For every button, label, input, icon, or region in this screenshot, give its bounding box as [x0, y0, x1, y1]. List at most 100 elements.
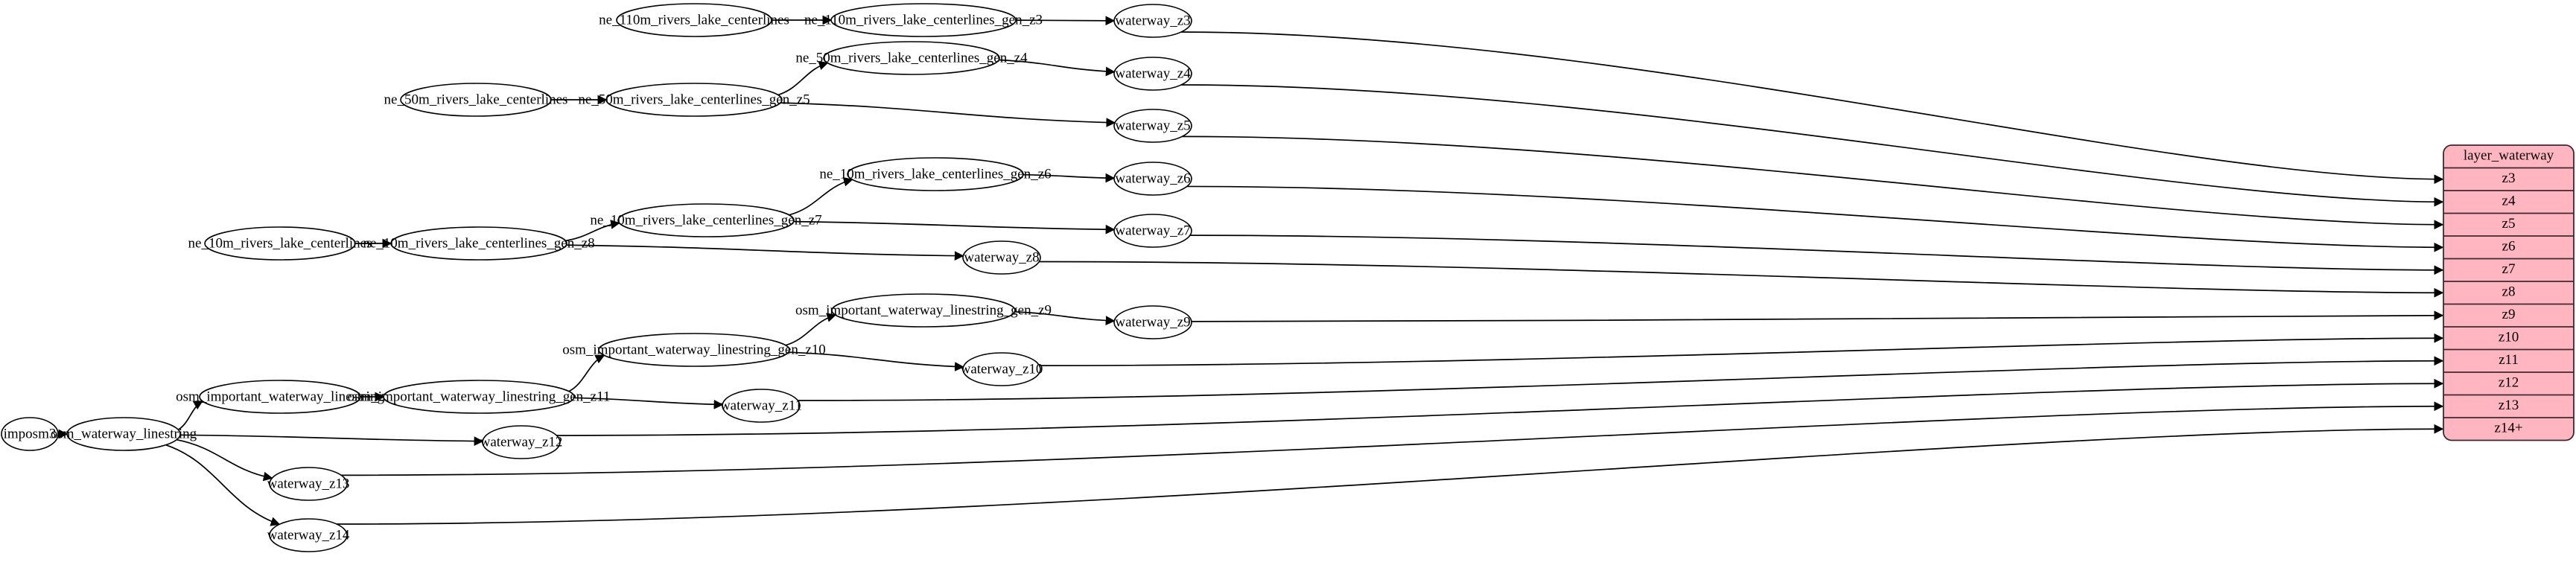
node-label-ne_10m_rivers_lake_centerlines: ne_10m_rivers_lake_centerlines — [188, 235, 372, 251]
node-label-imposm3: imposm3 — [4, 426, 57, 441]
record-row-label-z14+: z14+ — [2494, 421, 2522, 436]
node-label-waterway_z8: waterway_z8 — [964, 249, 1039, 265]
node-shape-waterway_z13 — [269, 467, 348, 501]
edge-ne_50m_rivers_lake_centerlines_gen_z5--to--waterway_z5 — [780, 102, 1116, 127]
node-osm_important_waterway_linestring_gen_z11[interactable]: osm_important_waterway_linestring_gen_z1… — [348, 380, 611, 414]
edge-waterway_z10--to--layer_waterway-z10 — [1039, 333, 2444, 366]
node-label-waterway_z14: waterway_z14 — [267, 527, 350, 543]
record-row-label-z4: z4 — [2502, 194, 2516, 209]
edge-ne_10m_rivers_lake_centerlines_gen_z8--to--waterway_z8 — [566, 244, 964, 261]
record-row-label-z9: z9 — [2502, 307, 2516, 322]
node-ne_10m_rivers_lake_centerlines_gen_z8[interactable]: ne_10m_rivers_lake_centerlines_gen_z8 — [363, 226, 595, 261]
record-row-label-z8: z8 — [2502, 284, 2516, 300]
node-label-waterway_z5: waterway_z5 — [1115, 118, 1190, 133]
node-label-ne_50m_rivers_lake_centerlines_gen_z4: ne_50m_rivers_lake_centerlines_gen_z4 — [795, 50, 1028, 66]
node-shape-ne_110m_rivers_lake_centerlines — [616, 3, 772, 37]
node-waterway_z5[interactable]: waterway_z5 — [1113, 109, 1192, 143]
edge-waterway_z9--to--layer_waterway-z9 — [1191, 310, 2444, 322]
record-background — [2443, 144, 2575, 441]
node-ne_50m_rivers_lake_centerlines_gen_z5[interactable]: ne_50m_rivers_lake_centerlines_gen_z5 — [578, 83, 810, 117]
edge-ne_50m_rivers_lake_centerlines_gen_z5--to--ne_50m_rivers_lake_centerlines_gen_z4 — [777, 60, 829, 96]
node-label-waterway_z10: waterway_z10 — [961, 361, 1043, 377]
node-waterway_z3[interactable]: waterway_z3 — [1113, 4, 1192, 38]
node-shape-waterway_z4 — [1113, 57, 1192, 91]
node-waterway_z13[interactable]: waterway_z13 — [267, 467, 350, 501]
edge-waterway_z11--to--layer_waterway-z11 — [798, 356, 2444, 401]
node-label-waterway_z4: waterway_z4 — [1115, 66, 1191, 81]
node-shape-waterway_z5 — [1113, 109, 1192, 143]
node-imposm3[interactable]: imposm3 — [1, 417, 59, 451]
node-shape-osm_important_waterway_linestring_gen_z10 — [598, 333, 790, 367]
node-waterway_z7[interactable]: waterway_z7 — [1113, 214, 1192, 248]
node-ne_10m_rivers_lake_centerlines_gen_z7[interactable]: ne_10m_rivers_lake_centerlines_gen_z7 — [590, 203, 822, 237]
node-ne_110m_rivers_lake_centerlines[interactable]: ne_110m_rivers_lake_centerlines — [599, 3, 789, 37]
node-waterway_z12[interactable]: waterway_z12 — [480, 425, 563, 459]
edges-layer — [58, 15, 2444, 526]
edge-waterway_z6--to--layer_waterway-z6 — [1186, 185, 2444, 252]
node-ne_50m_rivers_lake_centerlines_gen_z4[interactable]: ne_50m_rivers_lake_centerlines_gen_z4 — [795, 41, 1028, 75]
edge-waterway_z5--to--layer_waterway-z5 — [1182, 135, 2444, 230]
node-label-osm_important_waterway_linestring_gen_z10: osm_important_waterway_linestring_gen_z1… — [562, 342, 826, 357]
node-ne_50m_rivers_lake_centerlines[interactable]: ne_50m_rivers_lake_centerlines — [384, 83, 568, 117]
edge-osm_waterway_linestring--to--waterway_z14 — [165, 444, 281, 526]
node-ne_10m_rivers_lake_centerlines_gen_z6[interactable]: ne_10m_rivers_lake_centerlines_gen_z6 — [819, 157, 1052, 191]
edge-osm_important_waterway_linestring_gen_z9--to--waterway_z9 — [1014, 311, 1116, 325]
node-waterway_z14[interactable]: waterway_z14 — [267, 518, 350, 552]
node-shape-waterway_z9 — [1113, 305, 1192, 339]
edge-osm_waterway_linestring--to--waterway_z13 — [176, 438, 273, 482]
node-shape-waterway_z6 — [1113, 162, 1192, 196]
edge-waterway_z13--to--layer_waterway-z13 — [341, 401, 2444, 476]
node-waterway_z9[interactable]: waterway_z9 — [1113, 305, 1192, 339]
edge-waterway_z12--to--layer_waterway-z12 — [556, 378, 2444, 436]
node-shape-osm_waterway_linestring — [66, 417, 181, 451]
node-ne_110m_rivers_lake_centerlines_gen_z3[interactable]: ne_110m_rivers_lake_centerlines_gen_z3 — [804, 3, 1043, 37]
node-ne_10m_rivers_lake_centerlines[interactable]: ne_10m_rivers_lake_centerlines — [188, 226, 372, 261]
node-waterway_z8[interactable]: waterway_z8 — [962, 240, 1041, 275]
node-label-ne_110m_rivers_lake_centerlines_gen_z3: ne_110m_rivers_lake_centerlines_gen_z3 — [804, 12, 1043, 28]
record-row-label-z12: z12 — [2499, 375, 2519, 391]
edge-osm_waterway_linestring--to--waterway_z12 — [179, 434, 484, 446]
node-osm_important_waterway_linestring_gen_z9[interactable]: osm_important_waterway_linestring_gen_z9 — [795, 293, 1052, 328]
node-shape-osm_important_waterway_linestring_gen_z11 — [383, 380, 575, 414]
edge-osm_important_waterway_linestring_gen_z10--to--waterway_z10 — [788, 351, 964, 371]
node-label-waterway_z3: waterway_z3 — [1115, 13, 1190, 28]
node-shape-ne_10m_rivers_lake_centerlines — [204, 226, 356, 261]
node-label-ne_110m_rivers_lake_centerlines: ne_110m_rivers_lake_centerlines — [599, 12, 789, 28]
node-shape-ne_10m_rivers_lake_centerlines_gen_z6 — [847, 157, 1024, 191]
node-label-waterway_z7: waterway_z7 — [1115, 223, 1190, 238]
node-label-waterway_z13: waterway_z13 — [267, 476, 350, 491]
nodes-layer: imposm3osm_waterway_linestringosm_import… — [1, 3, 1192, 552]
node-shape-osm_important_waterway_linestring_gen_z9 — [831, 293, 1016, 328]
edge-osm_important_waterway_linestring_gen_z10--to--osm_important_waterway_linestring_gen_z9 — [785, 313, 837, 346]
node-waterway_z4[interactable]: waterway_z4 — [1113, 57, 1192, 91]
node-osm_important_waterway_linestring_gen_z10[interactable]: osm_important_waterway_linestring_gen_z1… — [562, 333, 826, 367]
node-shape-waterway_z11 — [722, 389, 801, 423]
edge-waterway_z3--to--layer_waterway-z3 — [1181, 31, 2444, 185]
node-shape-waterway_z8 — [962, 240, 1041, 275]
edge-waterway_z14--to--layer_waterway-z14+ — [337, 424, 2444, 525]
edge-waterway_z8--to--layer_waterway-z8 — [1039, 261, 2444, 298]
edge-ne_10m_rivers_lake_centerlines_gen_z7--to--ne_10m_rivers_lake_centerlines_gen_z6 — [789, 177, 853, 216]
edge-osm_important_waterway_linestring_gen_z11--to--osm_important_waterway_linestring_gen_z10 — [568, 354, 605, 392]
node-label-ne_50m_rivers_lake_centerlines: ne_50m_rivers_lake_centerlines — [384, 92, 568, 107]
node-shape-ne_110m_rivers_lake_centerlines_gen_z3 — [830, 3, 1017, 37]
node-osm_waterway_linestring[interactable]: osm_waterway_linestring — [51, 417, 197, 451]
node-waterway_z11[interactable]: waterway_z11 — [720, 389, 802, 423]
edge-waterway_z4--to--layer_waterway-z4 — [1181, 84, 2444, 207]
record-row-label-z6: z6 — [2502, 239, 2516, 255]
node-label-waterway_z11: waterway_z11 — [720, 398, 802, 413]
node-osm_important_waterway_linestring[interactable]: osm_important_waterway_linestring — [176, 380, 384, 414]
edge-ne_10m_rivers_lake_centerlines_gen_z6--to--waterway_z6 — [1023, 173, 1116, 183]
edge-ne_110m_rivers_lake_centerlines_gen_z3--to--waterway_z3 — [1015, 16, 1116, 26]
edge-ne_10m_rivers_lake_centerlines_gen_z7--to--waterway_z7 — [793, 220, 1116, 234]
record-row-label-z5: z5 — [2502, 216, 2516, 232]
node-label-ne_10m_rivers_lake_centerlines_gen_z8: ne_10m_rivers_lake_centerlines_gen_z8 — [363, 235, 594, 251]
node-shape-imposm3 — [1, 417, 59, 451]
node-shape-ne_10m_rivers_lake_centerlines_gen_z8 — [390, 226, 567, 261]
node-waterway_z6[interactable]: waterway_z6 — [1113, 162, 1192, 196]
record-header-label: layer_waterway — [2464, 148, 2554, 164]
node-waterway_z10[interactable]: waterway_z10 — [961, 352, 1043, 386]
edge-osm_waterway_linestring--to--osm_important_waterway_linestring — [177, 401, 203, 430]
record-node-layer-waterway[interactable]: layer_waterwayz3z4z5z6z7z8z9z10z11z12z13… — [2443, 144, 2575, 441]
